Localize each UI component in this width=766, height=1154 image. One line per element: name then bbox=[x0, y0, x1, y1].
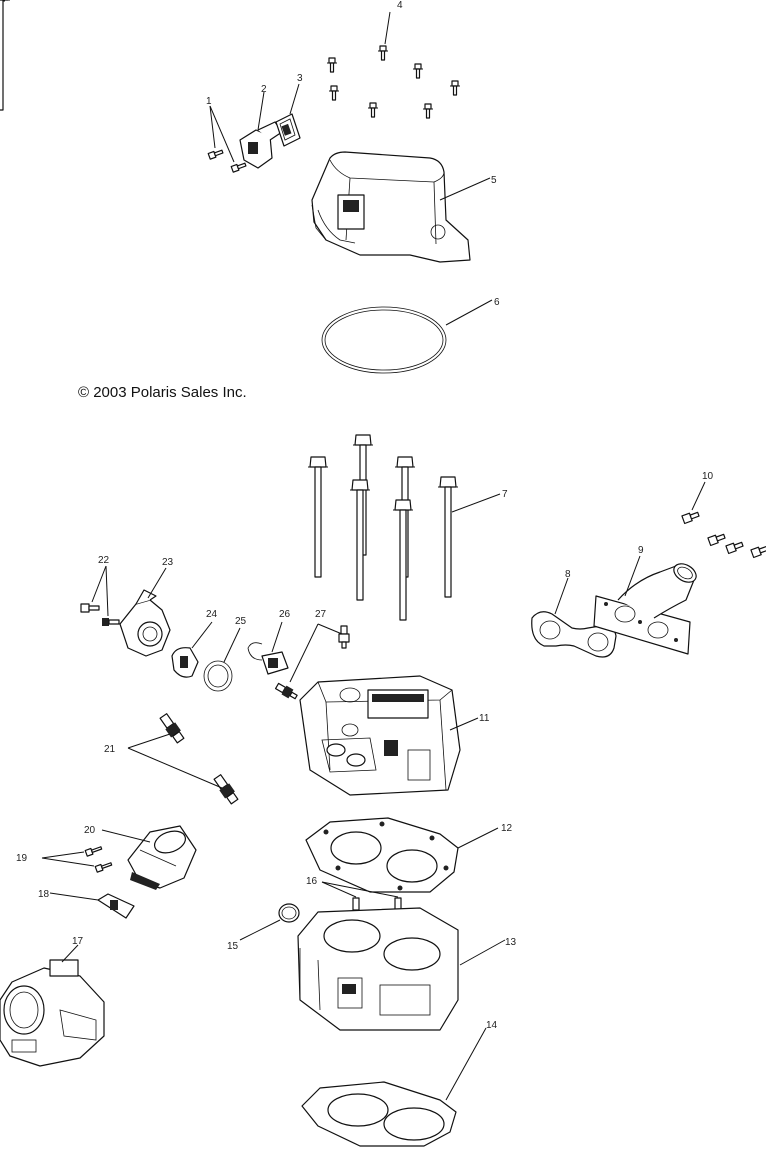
callout-25: 25 bbox=[235, 616, 247, 627]
part-9-exhaust-manifold[interactable] bbox=[593, 560, 699, 655]
part-14-base-gasket[interactable] bbox=[301, 1081, 457, 1147]
callout-17: 17 bbox=[72, 936, 84, 947]
callout-20: 20 bbox=[84, 825, 96, 836]
callout-11: 11 bbox=[479, 713, 490, 724]
part-4-bolts[interactable] bbox=[0, 0, 461, 119]
part-26-temp-sensor[interactable] bbox=[247, 642, 289, 675]
callout-7: 7 bbox=[502, 489, 508, 500]
callout-22: 22 bbox=[98, 555, 110, 566]
part-20-intake-adapter[interactable] bbox=[127, 825, 197, 890]
callout-27: 27 bbox=[315, 609, 327, 620]
part-17-throttle-body[interactable] bbox=[0, 959, 105, 1067]
callout-12: 12 bbox=[501, 823, 513, 834]
callout-10: 10 bbox=[702, 471, 714, 482]
callout-18: 18 bbox=[38, 889, 50, 900]
part-11-cylinder-head[interactable] bbox=[299, 675, 461, 796]
part-3-gasket[interactable] bbox=[275, 113, 301, 147]
part-15-plug[interactable] bbox=[278, 903, 300, 923]
part-19-screws[interactable] bbox=[84, 845, 113, 873]
callout-19: 19 bbox=[16, 853, 28, 864]
callout-9: 9 bbox=[638, 545, 644, 556]
callout-6: 6 bbox=[494, 297, 500, 308]
part-2-temp-switch[interactable] bbox=[239, 121, 283, 169]
callout-24: 24 bbox=[206, 609, 218, 620]
part-5-head-cover[interactable] bbox=[311, 151, 471, 263]
part-22-bolts[interactable] bbox=[80, 603, 120, 626]
part-25-o-ring[interactable] bbox=[203, 660, 233, 692]
part-6-o-ring[interactable] bbox=[321, 306, 447, 374]
callout-15: 15 bbox=[227, 941, 239, 952]
part-23-thermostat-housing[interactable] bbox=[119, 589, 171, 657]
callout-26: 26 bbox=[279, 609, 291, 620]
copyright-text: © 2003 Polaris Sales Inc. bbox=[78, 384, 247, 401]
part-7-head-bolts[interactable] bbox=[0, 0, 459, 621]
callout-4: 4 bbox=[397, 0, 403, 11]
callout-21: 21 bbox=[104, 744, 116, 755]
callout-3: 3 bbox=[297, 73, 303, 84]
part-21-spark-plugs[interactable] bbox=[158, 713, 239, 805]
part-8-exhaust-gasket[interactable] bbox=[531, 611, 617, 658]
callout-23: 23 bbox=[162, 557, 174, 568]
callout-5: 5 bbox=[491, 175, 497, 186]
part-1-bolts[interactable] bbox=[207, 149, 247, 173]
callout-8: 8 bbox=[565, 569, 571, 580]
part-10-bolts[interactable] bbox=[681, 510, 766, 559]
part-24-thermostat[interactable] bbox=[171, 647, 199, 678]
callout-14: 14 bbox=[486, 1020, 498, 1031]
part-27-fittings[interactable] bbox=[274, 625, 350, 701]
part-12-head-gasket[interactable] bbox=[305, 817, 459, 893]
callout-2: 2 bbox=[261, 84, 267, 95]
callout-13: 13 bbox=[505, 937, 517, 948]
callout-16: 16 bbox=[306, 876, 318, 887]
callout-1: 1 bbox=[206, 96, 212, 107]
part-13-cylinder[interactable] bbox=[297, 907, 459, 1031]
part-16-dowel-pins[interactable] bbox=[352, 897, 402, 911]
part-18-sensor[interactable] bbox=[97, 893, 135, 919]
